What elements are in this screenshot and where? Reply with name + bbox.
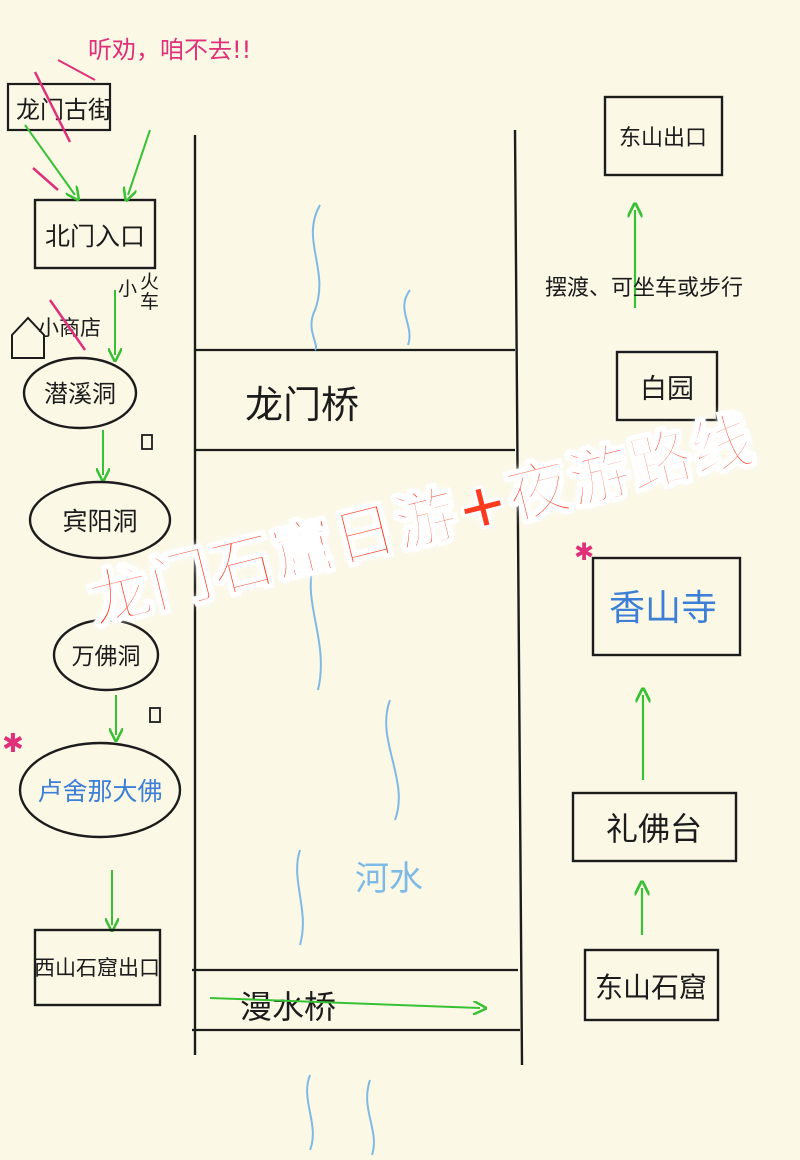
qianxi-label: 潜溪洞	[44, 380, 116, 408]
water-wave	[296, 849, 304, 946]
fengxian-label: 卢舍那大佛	[37, 777, 162, 806]
qianxi-node: 潜溪洞	[22, 356, 138, 430]
wanfo-label: 万佛洞	[72, 644, 141, 670]
check-box-1	[141, 434, 153, 450]
top-note: 听劝，咱不去!!	[57, 36, 251, 81]
binyang-label: 宾阳洞	[62, 507, 137, 536]
house-icon	[11, 316, 45, 359]
water-wave	[403, 289, 411, 346]
water-wave	[306, 1074, 314, 1151]
cross-mark-left	[32, 167, 59, 191]
xiangshan-box: ✱ 香山寺	[574, 538, 742, 657]
lifotai-label: 礼佛台	[606, 810, 702, 848]
water-wave	[366, 1079, 375, 1156]
star-mark-right: ✱	[574, 538, 594, 566]
shuttle-label: 摆渡、可坐车或步行	[545, 276, 743, 301]
longmenjie-label: 龙门古街	[16, 96, 112, 124]
baiyuan-exit-box: 东山出口	[603, 95, 724, 177]
baiyuan-label: 白园	[640, 374, 694, 405]
longmenjie-box: 龙门古街	[6, 71, 112, 143]
north-entrance-label: 北门入口	[45, 222, 145, 251]
bridge-top-label: 龙门桥	[245, 383, 359, 427]
arrow-cross-bridge	[209, 997, 480, 1008]
water-wave	[385, 699, 400, 821]
fengxian-node: ✱ 卢舍那大佛	[2, 729, 182, 839]
river-bank-right	[513, 129, 524, 1066]
water-wave	[310, 204, 321, 351]
west-exit-label: 西山石窟出口	[34, 956, 160, 980]
star-mark-left: ✱	[2, 729, 24, 759]
arrow-street-to-entrance	[24, 124, 75, 195]
cross-out-mark	[33, 71, 72, 143]
shop-item: 小商店	[11, 299, 101, 359]
water-wave	[309, 559, 322, 691]
bridge-bottom-label: 漫水桥	[240, 988, 336, 1026]
cross-mark-shop	[48, 299, 87, 351]
arrow-side-to-entrance	[128, 129, 151, 195]
binyang-node: 宾阳洞	[28, 480, 172, 560]
river-label: 河水	[355, 859, 423, 899]
top-note-text: 听劝，咱不去!!	[88, 36, 251, 64]
east-exit-label: 东山出口	[619, 126, 707, 151]
dongshan-label: 东山石窟	[595, 971, 707, 1004]
dongshan-box: 东山石窟	[583, 948, 720, 1022]
wanfo-node: 万佛洞	[52, 618, 160, 692]
baiyuan-box: 白园	[615, 350, 719, 422]
west-exit-box: 西山石窟出口	[33, 928, 162, 1007]
mini-train-note: 小火车	[118, 271, 159, 313]
lifotai-box: 礼佛台	[571, 791, 738, 863]
check-box-2	[149, 707, 161, 723]
mini-train-label: 小火车	[118, 271, 159, 313]
north-entrance-box: 北门入口	[33, 198, 157, 270]
river-area: 龙门桥 河水 漫水桥	[192, 129, 524, 1156]
xiangshan-label: 香山寺	[609, 588, 717, 629]
